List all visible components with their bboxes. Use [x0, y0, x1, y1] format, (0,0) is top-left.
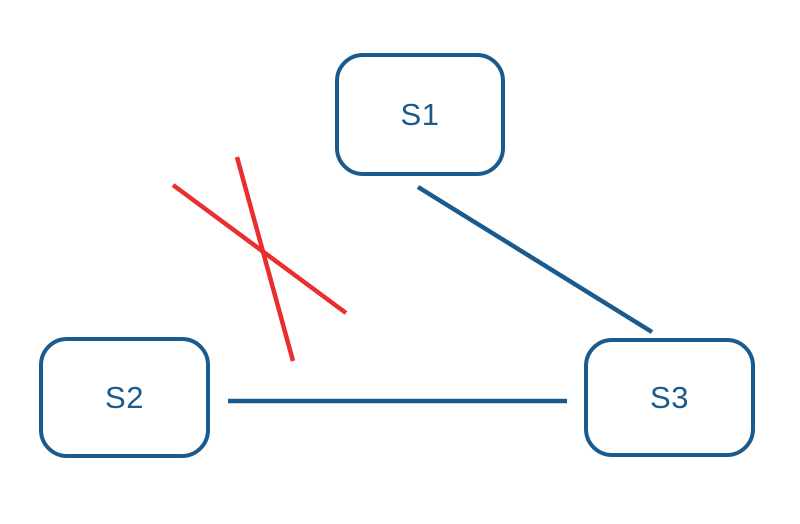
node-s3: S3	[584, 338, 755, 457]
node-s1: S1	[335, 53, 505, 176]
node-s2: S2	[39, 337, 210, 458]
node-s2-label: S2	[105, 379, 144, 415]
node-s1-label: S1	[400, 96, 440, 132]
broken-link-cross-stroke	[234, 156, 296, 362]
link-s1-s3-line	[416, 185, 654, 334]
node-s3-label: S3	[650, 379, 689, 415]
broken-link-cross-stroke	[171, 183, 348, 315]
